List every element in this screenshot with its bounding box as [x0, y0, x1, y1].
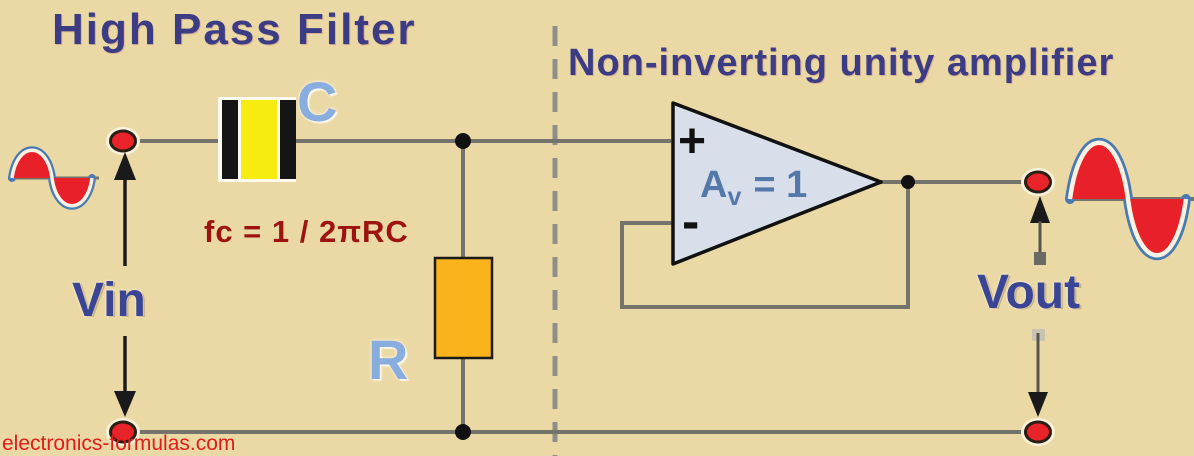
opamp-minus-input-label: - — [682, 193, 699, 251]
capacitor-dielectric — [241, 100, 277, 179]
vout-arrow-up-tail — [1034, 252, 1046, 265]
terminal-dot — [109, 420, 137, 444]
terminal-halo — [1021, 418, 1055, 446]
terminal-dot — [109, 129, 137, 153]
capacitor-plate-left — [222, 100, 238, 179]
cutoff-frequency-formula: fc = 1 / 2πRC — [204, 214, 409, 249]
terminal-dot — [1024, 420, 1052, 444]
vout-arrow-down-head — [1028, 392, 1048, 417]
vout-arrows — [1028, 196, 1050, 417]
resistor-body — [433, 256, 494, 360]
sine-wave-input — [8, 146, 99, 210]
terminal-output-top — [1021, 168, 1055, 196]
wires — [123, 139, 1038, 434]
sine-wave-output — [1065, 137, 1194, 261]
resistor-label: R — [368, 328, 409, 391]
vin-arrows — [114, 152, 136, 417]
opamp-gain-label: Av = 1 — [700, 164, 807, 211]
junction-dot-top — [455, 133, 471, 149]
output-sine-fill — [1067, 140, 1189, 258]
title-high-pass-filter: High Pass Filter — [52, 5, 417, 54]
watermark-text: electronics-formulas.com — [2, 432, 236, 455]
terminal-output-bottom — [1021, 418, 1055, 446]
terminal-input-top — [106, 127, 140, 155]
feedback-wire — [620, 182, 910, 309]
title-non-inverting-amplifier: Non-inverting unity amplifier — [568, 42, 1115, 84]
gain-symbol: A — [700, 164, 727, 206]
gain-value: = 1 — [753, 164, 807, 206]
vout-label: Vout — [977, 266, 1081, 319]
vin-arrow-down-head — [114, 391, 136, 417]
vout-arrow-up-head — [1030, 196, 1050, 223]
vin-arrow-up-head — [114, 152, 136, 180]
terminal-halo — [106, 127, 140, 155]
terminals — [106, 127, 1055, 446]
terminal-halo — [106, 418, 140, 446]
vin-label: Vin — [72, 274, 146, 327]
input-sine-fill — [10, 148, 94, 208]
junction-dot-bottom — [455, 424, 471, 440]
terminal-dot — [1024, 170, 1052, 194]
capacitor-label: C — [297, 70, 338, 133]
opamp-triangle — [671, 101, 883, 266]
capacitor-body — [218, 97, 296, 182]
terminal-input-bottom — [106, 418, 140, 446]
opamp-plus-input-label: + — [678, 115, 706, 168]
junction-dot-output — [901, 175, 915, 189]
gain-subscript: v — [727, 183, 741, 211]
terminal-halo — [1021, 168, 1055, 196]
capacitor-plate-right — [280, 100, 296, 179]
